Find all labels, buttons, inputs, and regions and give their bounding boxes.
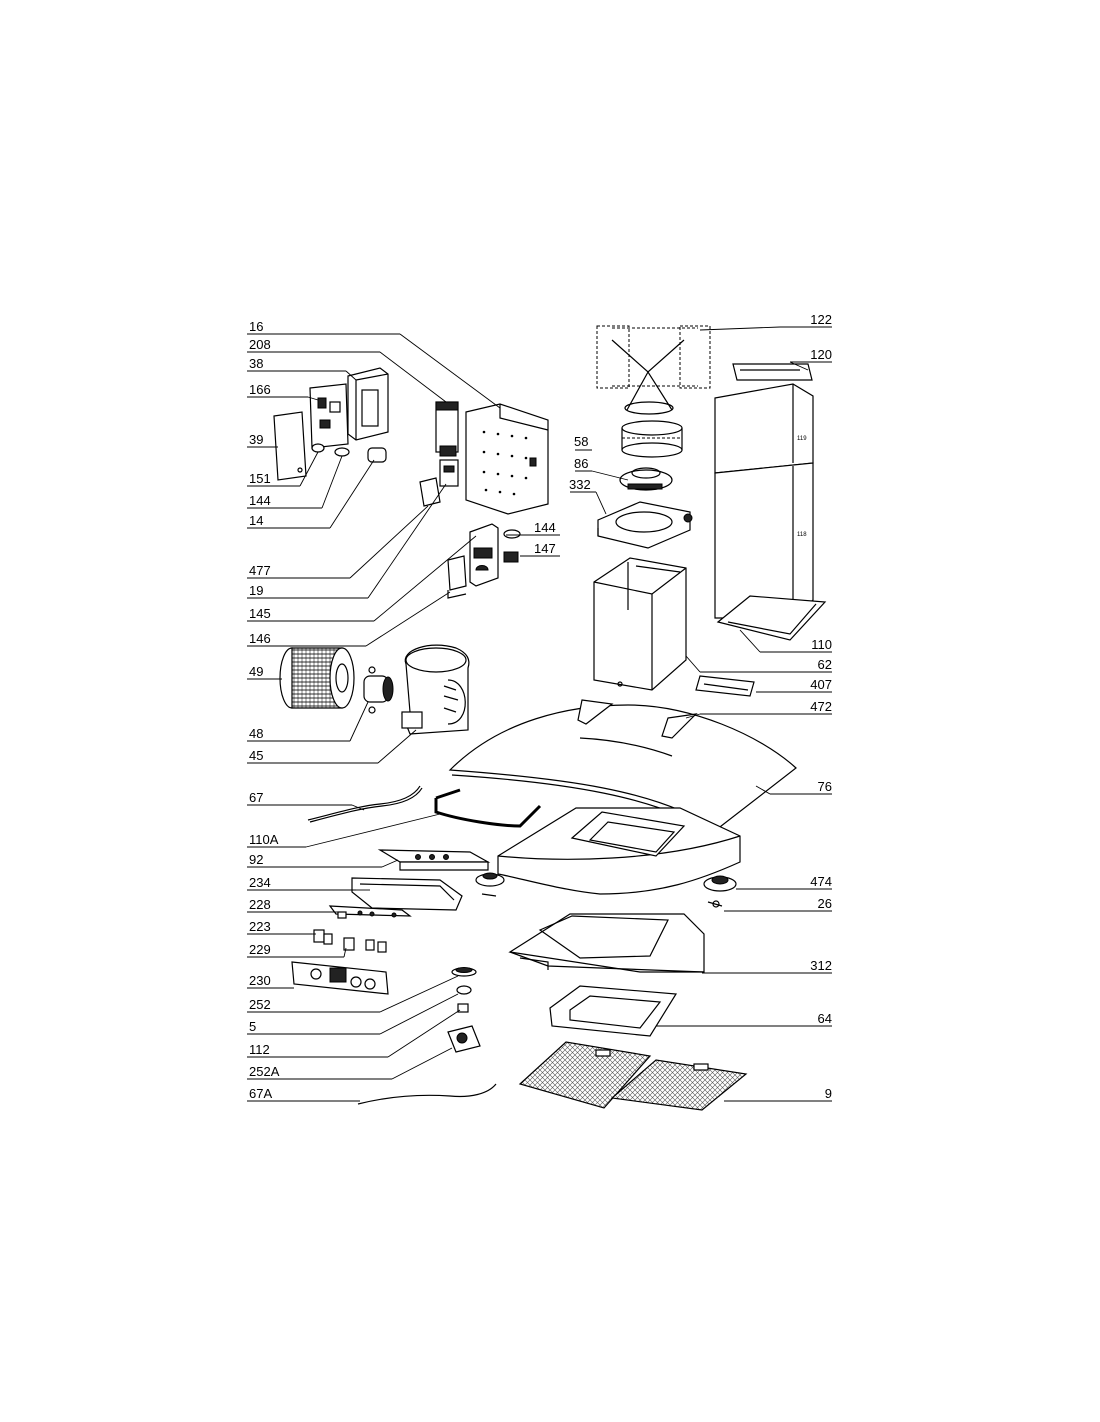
right-part-numbers: 122 120 58 86 332 144 147 110 62 407 472…	[534, 312, 832, 1101]
part-label-49: 49	[249, 664, 263, 679]
part-label-147: 147	[534, 541, 556, 556]
cable-67-drawing	[307, 785, 423, 823]
part-label-223: 223	[249, 919, 271, 934]
hood-canopy-drawing	[497, 807, 741, 895]
part-label-144-right: 144	[534, 520, 556, 535]
part-label-19: 19	[249, 583, 263, 598]
part-label-230: 230	[249, 973, 271, 988]
part-label-9: 9	[825, 1086, 832, 1101]
filter-frame-drawing	[549, 985, 678, 1037]
part-label-45: 45	[249, 748, 263, 763]
part-label-62: 62	[818, 657, 832, 672]
electrical-parts-drawing	[273, 367, 549, 599]
part-label-252: 252	[249, 997, 271, 1012]
part-label-120: 120	[810, 347, 832, 362]
knob-left-drawing	[475, 872, 505, 897]
part-label-477: 477	[249, 563, 271, 578]
control-panel-parts-drawing	[291, 849, 491, 995]
part-label-67: 67	[249, 790, 263, 805]
blower-assembly-drawing	[279, 644, 470, 735]
part-label-14: 14	[249, 513, 263, 528]
part-label-166: 166	[249, 382, 271, 397]
part-label-234: 234	[249, 875, 271, 890]
part-label-229: 229	[249, 942, 271, 957]
part-label-64: 64	[818, 1011, 832, 1026]
part-label-67a: 67A	[249, 1086, 272, 1101]
part-label-407: 407	[810, 677, 832, 692]
part-label-208: 208	[249, 337, 271, 352]
top-bracket-drawing	[732, 363, 813, 381]
part-label-228: 228	[249, 897, 271, 912]
part-label-112: 112	[249, 1042, 270, 1057]
part-label-39: 39	[249, 432, 263, 447]
column-part-numbers: 119 118	[797, 436, 807, 538]
part-label-145: 145	[249, 606, 271, 621]
strip-407-drawing	[695, 675, 755, 697]
grease-filters-drawing	[518, 1041, 748, 1111]
chimney-cover-drawing	[714, 383, 827, 641]
baffle-312-drawing	[508, 913, 705, 973]
part-label-474: 474	[810, 874, 832, 889]
part-label-312: 312	[810, 958, 832, 973]
part-label-151: 151	[249, 471, 271, 486]
part-label-110a: 110A	[249, 832, 279, 847]
part-label-332: 332	[569, 477, 591, 492]
gasket-110a-drawing	[434, 788, 542, 828]
duct-part-drawing	[596, 325, 711, 415]
part-label-26: 26	[818, 896, 832, 911]
part-label-119: 119	[797, 436, 807, 442]
leader-lines	[247, 326, 832, 1102]
part-label-58: 58	[574, 434, 588, 449]
part-label-5: 5	[249, 1019, 256, 1034]
part-label-38: 38	[249, 356, 263, 371]
hood-body-drawing	[593, 557, 687, 691]
collar-rings-drawing	[619, 420, 683, 491]
lamp-assembly-drawing	[447, 967, 481, 1053]
flange-drawing	[597, 501, 693, 549]
part-label-252a: 252A	[249, 1064, 280, 1079]
part-label-76: 76	[818, 779, 832, 794]
part-label-122: 122	[810, 312, 832, 327]
knob-474-drawing	[703, 875, 737, 908]
part-label-86: 86	[574, 456, 588, 471]
part-label-146: 146	[249, 631, 271, 646]
part-label-48: 48	[249, 726, 263, 741]
part-label-92: 92	[249, 852, 263, 867]
part-label-110: 110	[811, 637, 832, 652]
part-label-16: 16	[249, 319, 263, 334]
left-part-numbers: 16 208 38 166 39 151 144 14 477 19 145 1…	[249, 319, 280, 1101]
cable-67a-drawing	[357, 1083, 497, 1105]
part-label-144: 144	[249, 493, 271, 508]
part-label-472: 472	[810, 699, 832, 714]
part-label-118: 118	[797, 532, 807, 538]
